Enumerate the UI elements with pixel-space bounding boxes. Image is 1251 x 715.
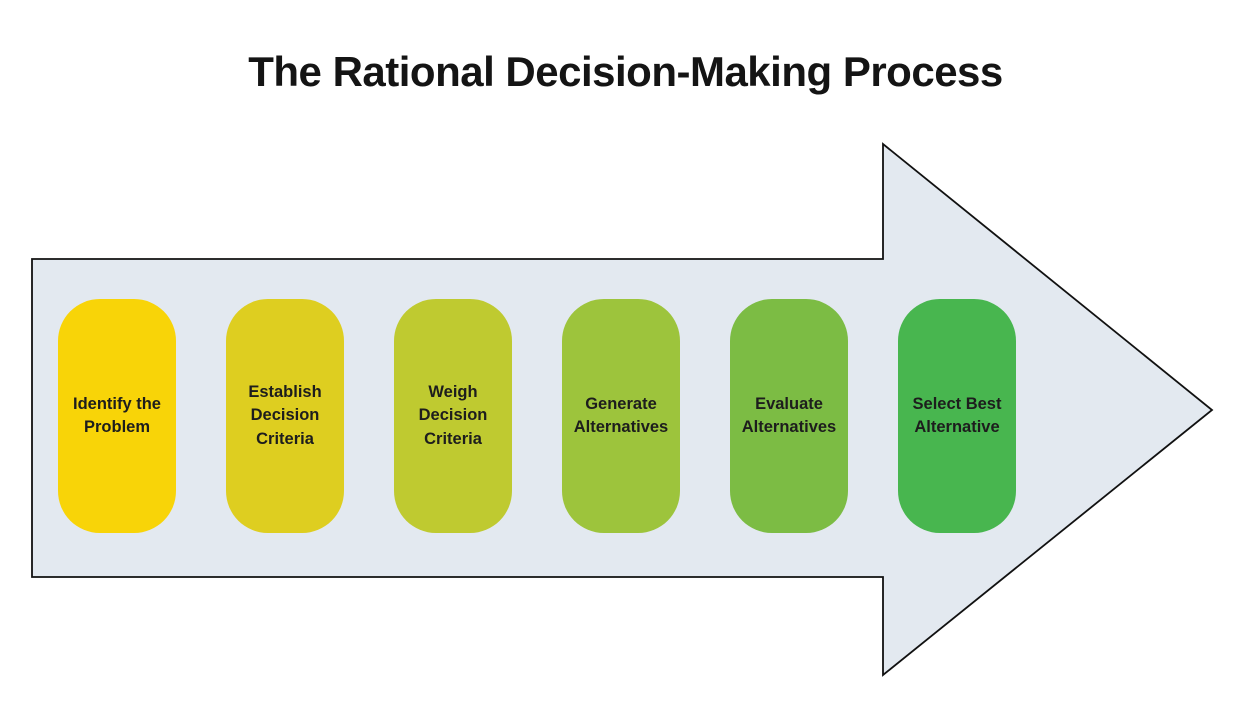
step-identify-the-problem: Identify the Problem [58,299,176,533]
page-title: The Rational Decision-Making Process [248,48,1003,95]
step-label: Evaluate Alternatives [741,394,837,436]
step-generate-alternatives: Generate Alternatives [562,299,680,533]
step-select-best-alternative: Select Best Alternative [898,299,1016,533]
step-weigh-decision-criteria: Weigh Decision Criteria [394,299,512,533]
step-evaluate-alternatives: Evaluate Alternatives [730,299,848,533]
step-label: Generate Alternatives [573,394,669,436]
step-label: Select Best Alternative [912,394,1002,436]
step-label: Weigh Decision Criteria [418,383,488,448]
step-establish-decision-criteria: Establish Decision Criteria [226,299,344,533]
step-label: Identify the Problem [72,394,161,436]
step-label: Establish Decision Criteria [248,383,322,448]
